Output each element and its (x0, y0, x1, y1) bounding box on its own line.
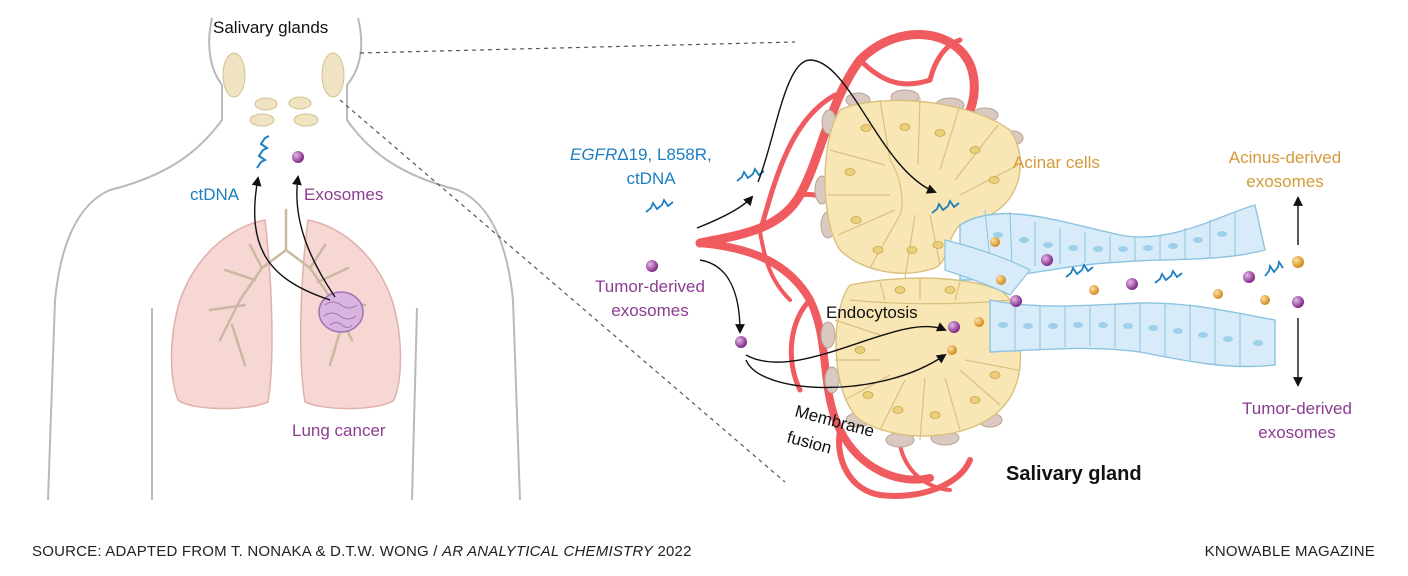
tumor-out-label-line1: Tumor-derived (1242, 399, 1352, 418)
lung-cancer-label: Lung cancer (292, 421, 386, 440)
duct-upper (944, 204, 1266, 296)
ctdna-helix-icon (256, 135, 270, 169)
zoom-lines (339, 41, 796, 483)
exosome-icons (646, 237, 1304, 355)
acinus-bottom (820, 277, 1022, 448)
fusion-label: fusion (785, 428, 834, 458)
ctdna-helix-icons (645, 167, 1284, 284)
mutation-label-line1: EGFRΔ19, L858R, (570, 145, 712, 164)
mutation-label-line2: ctDNA (626, 169, 676, 188)
lungs (170, 208, 402, 410)
lung-tumor (318, 291, 364, 333)
blood-vessels (695, 30, 979, 499)
acinar-cells-label: Acinar cells (1013, 153, 1100, 172)
ctdna-label: ctDNA (190, 185, 240, 204)
body-arrows (251, 175, 336, 301)
tumor-exosomes-label-line1: Tumor-derived (595, 277, 705, 296)
publisher-credit: KNOWABLE MAGAZINE (1204, 543, 1375, 560)
salivary-glands-label: Salivary glands (213, 18, 328, 37)
mutation-gene-name: EGFR (570, 145, 617, 164)
body-salivary-glands (222, 52, 345, 127)
exosome-icon (292, 151, 304, 163)
tumor-out-label-line2: exosomes (1258, 423, 1335, 442)
mutation-variants: Δ19, L858R, (617, 145, 712, 164)
source-journal: AR ANALYTICAL CHEMISTRY (442, 543, 654, 560)
acinus-exosomes-label-line1: Acinus-derived (1229, 148, 1341, 167)
tumor-exosomes-label-line2: exosomes (611, 301, 688, 320)
endocytosis-label: Endocytosis (826, 303, 918, 322)
transport-arrows (696, 59, 1303, 389)
exosomes-label: Exosomes (304, 185, 383, 204)
source-year: 2022 (653, 543, 692, 560)
duct-lower (989, 299, 1276, 368)
body-outline (47, 17, 521, 501)
acinus-top (814, 89, 1024, 279)
acinus-exosomes-label-line2: exosomes (1246, 172, 1323, 191)
source-prefix: SOURCE: ADAPTED FROM T. NONAKA & D.T.W. … (32, 543, 443, 560)
salivary-gland-title: Salivary gland (1006, 463, 1142, 485)
source-credit: SOURCE: ADAPTED FROM T. NONAKA & D.T.W. … (32, 543, 692, 560)
